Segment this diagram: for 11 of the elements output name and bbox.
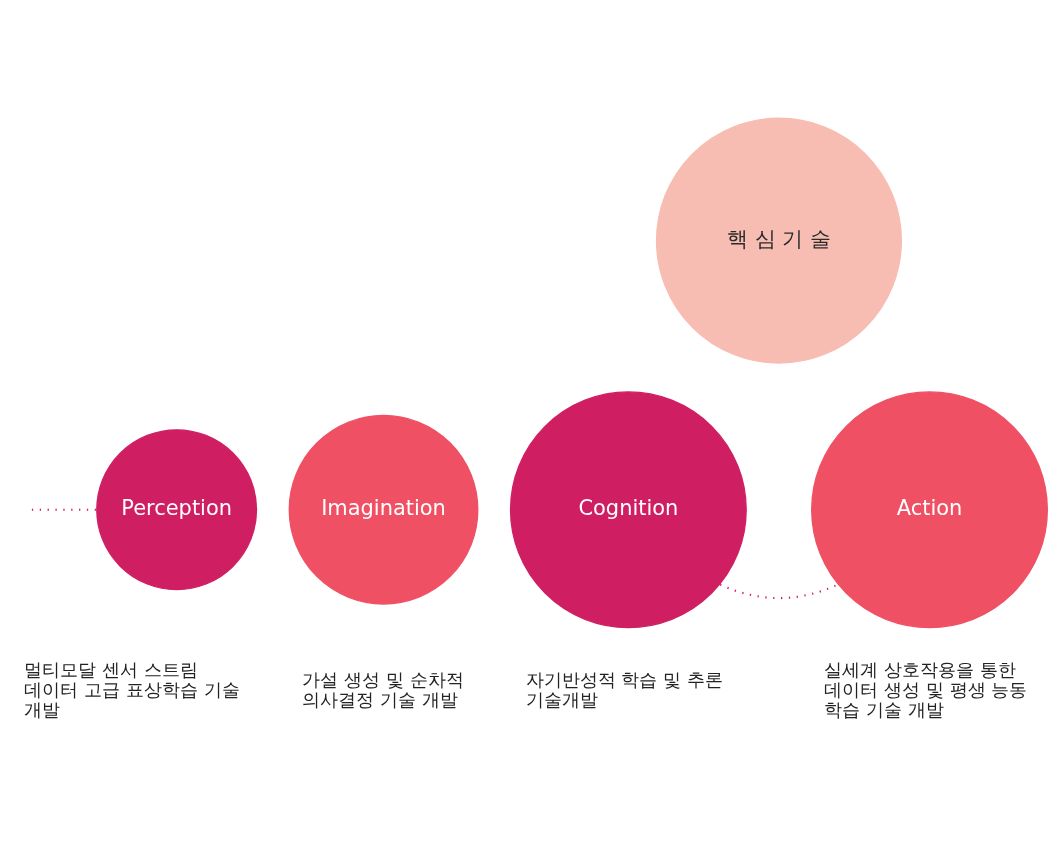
connector: [719, 582, 839, 599]
node-circle: Cognition: [509, 390, 747, 628]
node-label: 자기반성적 학습 및 추론 기술개발: [525, 668, 724, 710]
node-label: 멀티모달 센서 스트림 데이터 고급 표상학습 기술 개발: [24, 658, 240, 720]
node-circle: 핵 심 기 술: [655, 117, 903, 364]
node-label: 실세계 상호작용을 통한 데이터 생성 및 평생 능동 학습 기술 개발: [824, 658, 1028, 720]
connector: [31, 508, 97, 511]
node-circle: Action: [811, 390, 1048, 628]
node-circle: Imagination: [288, 414, 479, 605]
node-circle: Perception: [96, 428, 258, 590]
node-label: 가설 생성 및 순차적 의사결정 기술 개발: [302, 668, 464, 710]
